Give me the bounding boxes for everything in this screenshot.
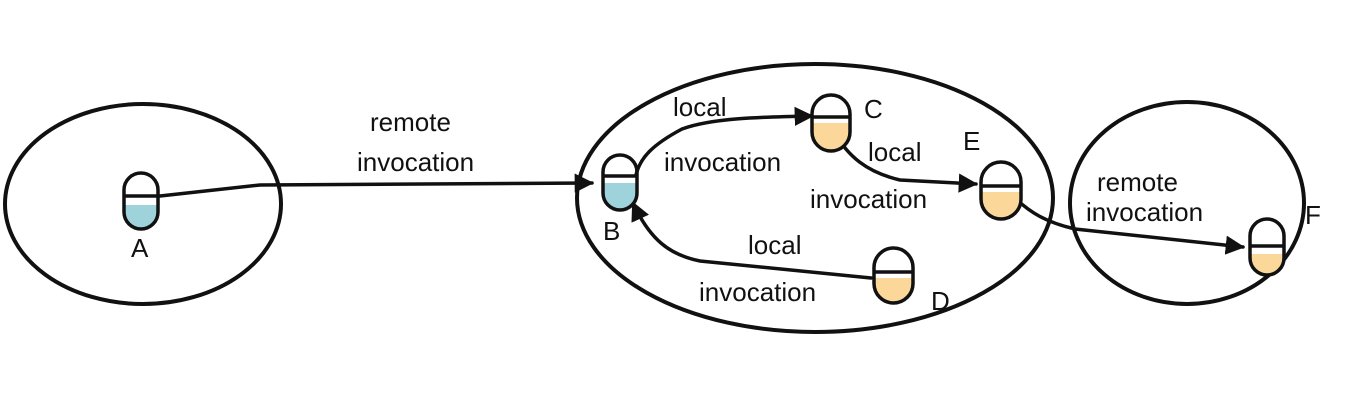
node-f-fill	[1250, 254, 1284, 275]
edge-b-to-c	[634, 106, 814, 177]
node-b-fill	[603, 183, 637, 210]
node-d	[872, 246, 915, 305]
node-c-outline	[810, 93, 852, 153]
node-c-label: C	[864, 94, 883, 124]
right-boundary	[1068, 100, 1306, 306]
node-f-label: F	[1305, 200, 1321, 230]
edge-d-to-b	[631, 201, 873, 280]
edge-a-b-label-line2: invocation	[357, 147, 474, 177]
node-d-label: D	[931, 286, 950, 316]
edge-e-f-label-line1: remote	[1097, 167, 1178, 197]
middle-boundary	[575, 62, 1055, 334]
node-b-outline	[601, 153, 639, 212]
edge-d-b-label-line1: local	[748, 230, 801, 260]
edge-d-b-label-line2: invocation	[699, 277, 816, 307]
node-c-fill	[812, 123, 850, 151]
edge-b-c-label-line1: local	[673, 92, 726, 122]
left-boundary	[3, 102, 283, 306]
node-a-outline	[122, 171, 160, 231]
edge-c-e-label-line2: invocation	[810, 184, 927, 214]
node-d-fill	[874, 278, 914, 304]
node-a	[122, 171, 160, 231]
node-b	[601, 153, 639, 212]
node-f	[1248, 217, 1286, 277]
edge-b-c-label-line2: invocation	[664, 147, 781, 177]
edge-c-e-label-line1: local	[868, 137, 921, 167]
node-b-label: B	[603, 216, 620, 246]
edge-e-f-label-line2: invocation	[1086, 197, 1203, 227]
node-e	[979, 160, 1023, 221]
edge-a-b-label-line1: remote	[370, 107, 451, 137]
node-a-fill	[124, 205, 158, 229]
node-e-label: E	[963, 126, 980, 156]
node-d-outline	[872, 246, 915, 305]
node-c	[810, 93, 852, 153]
node-e-fill	[981, 192, 1021, 219]
node-a-label: A	[131, 233, 149, 263]
edge-a-to-b	[158, 173, 594, 198]
node-e-outline	[979, 160, 1023, 221]
